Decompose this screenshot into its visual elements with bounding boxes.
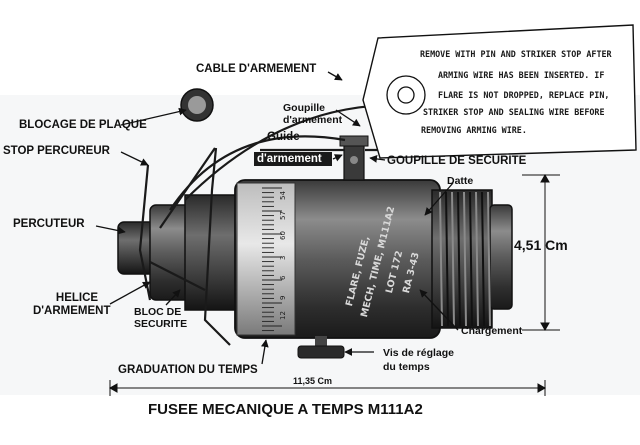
- fuze-body: [234, 179, 441, 339]
- label-helice-2: D'ARMEMENT: [33, 305, 111, 317]
- safety-pin-housing: [339, 135, 369, 181]
- tag-line-4: STRIKER STOP AND SEALING WIRE BEFORE: [423, 107, 605, 117]
- label-goupille-securite: GOUPILLE DE SECURITE: [387, 155, 527, 167]
- label-stop-percureur: STOP PERCUREUR: [3, 145, 110, 157]
- label-chargement: Chargement: [461, 325, 523, 337]
- thread-groove: [439, 191, 443, 327]
- length-dimension: [108, 380, 547, 396]
- label-goupille-armement-2: d'armement: [283, 114, 343, 126]
- label-helice-1: HELICE: [55, 292, 99, 304]
- scale-number: 6: [279, 275, 287, 280]
- label-vis-2: du temps: [383, 361, 430, 373]
- scale-number: 3: [279, 256, 287, 260]
- tag-line-3: FLARE IS NOT DROPPED, REPLACE PIN,: [438, 90, 610, 100]
- scale-number: 57: [279, 211, 287, 220]
- label-graduation: GRADUATION DU TEMPS: [118, 364, 258, 376]
- label-length: 11,35 Cm: [293, 376, 333, 386]
- thread-groove: [469, 191, 473, 327]
- label-blocage-plaque: BLOCAGE DE PLAQUE: [19, 119, 147, 131]
- warning-tag: [362, 24, 637, 159]
- time-scale-ticks: 54 57 60 3 6 9 12: [262, 187, 287, 332]
- scale-number: 60: [279, 231, 287, 240]
- threaded-rear: [431, 189, 513, 329]
- label-bloc-2: SECURITE: [134, 318, 188, 330]
- thread-groove: [463, 191, 467, 327]
- thread-groove: [457, 191, 461, 327]
- thread-groove: [487, 191, 491, 327]
- tag-line-1: REMOVE WITH PIN AND STRIKER STOP AFTER: [420, 49, 612, 59]
- leader-lines: [95, 71, 459, 365]
- label-goupille-armement-1: Goupille: [283, 102, 325, 114]
- scale-number: 12: [279, 311, 287, 320]
- thread-groove: [451, 191, 455, 327]
- time-adjust-screw: [297, 336, 345, 359]
- thread-groove: [481, 191, 485, 327]
- diagram-title: FUSEE MECANIQUE A TEMPS M111A2: [148, 401, 423, 418]
- label-vis-1: Vis de réglage: [383, 347, 455, 359]
- striker-nose: [117, 194, 241, 311]
- label-bloc-1: BLOC DE: [134, 306, 182, 318]
- label-datte: Datte: [447, 175, 474, 187]
- label-guide: Guide: [267, 131, 300, 143]
- label-backdrop: [254, 152, 332, 166]
- tag-line-5: REMOVING ARMING WIRE.: [421, 125, 527, 135]
- height-dimension: [522, 173, 560, 332]
- thread-groove: [445, 191, 449, 327]
- label-guide-armement: d'armement: [257, 153, 322, 165]
- arming-ring: [180, 88, 214, 122]
- label-percuteur: PERCUTEUR: [13, 218, 85, 230]
- scale-number: 9: [279, 296, 287, 300]
- label-height: 4,51 Cm: [514, 237, 568, 253]
- label-cable-armement: CABLE D'ARMEMENT: [196, 63, 317, 75]
- tag-line-2: ARMING WIRE HAS BEEN INSERTED. IF: [438, 70, 605, 80]
- scale-number: 54: [279, 191, 287, 200]
- thread-groove: [475, 191, 479, 327]
